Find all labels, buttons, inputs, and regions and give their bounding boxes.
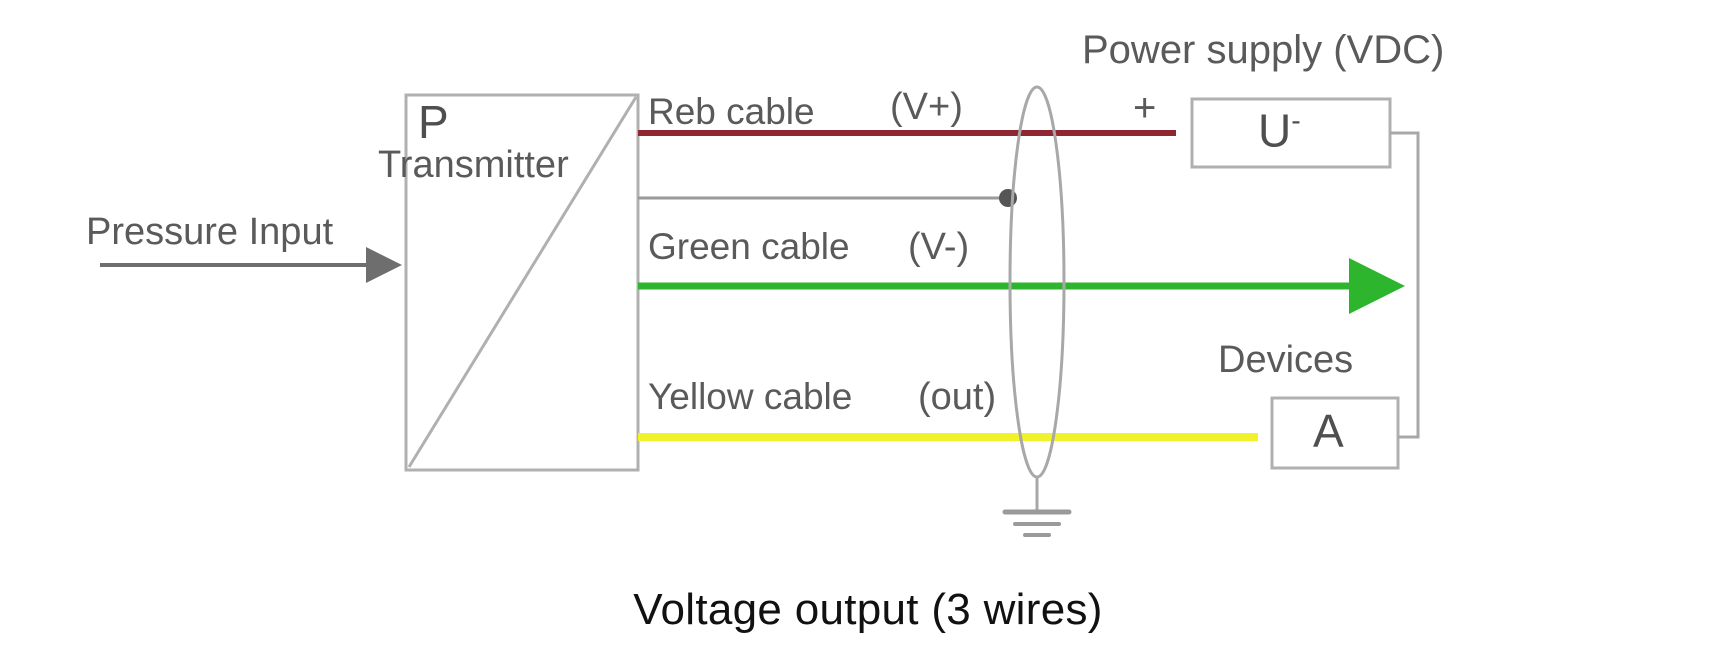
yellow-cable-polarity: (out)	[918, 376, 997, 418]
shield-drain-wire	[638, 189, 1017, 207]
cable-shield-outline	[1008, 85, 1066, 512]
transmitter-label: Transmitter	[378, 144, 569, 186]
diagram-title: Voltage output (3 wires)	[633, 585, 1103, 634]
power-supply-symbol: U-	[1258, 104, 1301, 157]
red-cable-label: Reb cable	[648, 91, 815, 132]
return-bus-wire	[1390, 131, 1420, 439]
devices-symbol: A	[1313, 405, 1344, 457]
green-cable-label: Green cable	[648, 226, 850, 267]
green-cable-polarity: (V-)	[908, 226, 970, 268]
power-supply-label: Power supply (VDC)	[1082, 28, 1445, 72]
transmitter-symbol: P	[418, 96, 449, 148]
pressure-input-label: Pressure Input	[86, 211, 334, 253]
devices-label: Devices	[1218, 339, 1354, 381]
power-supply-symbol-text: U	[1258, 104, 1292, 157]
ground-symbol	[1002, 509, 1072, 537]
power-supply-plus-terminal: +	[1133, 86, 1157, 130]
power-supply-box	[1190, 97, 1392, 169]
power-supply-minus-sign: -	[1291, 105, 1301, 137]
yellow-cable-label: Yellow cable	[648, 376, 853, 417]
devices-box	[1270, 396, 1400, 470]
transmitter-block	[404, 93, 640, 472]
red-cable-polarity: (V+)	[890, 86, 963, 128]
